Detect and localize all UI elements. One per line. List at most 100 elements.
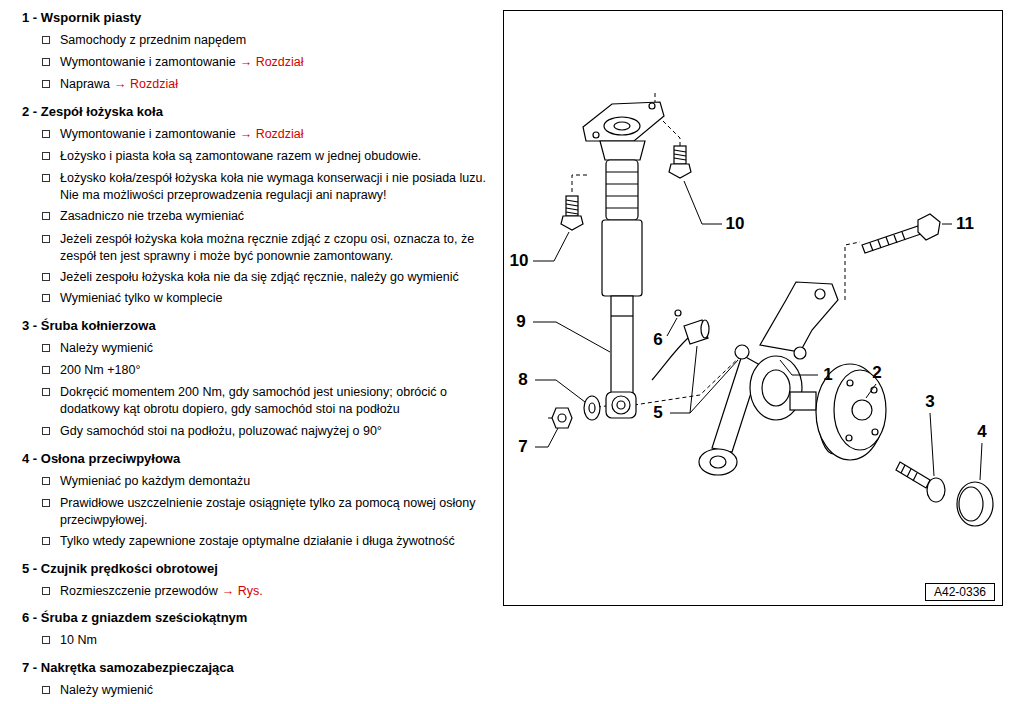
chapter-link: → Rozdział — [114, 76, 178, 93]
wheel-hub — [847, 380, 853, 386]
dust-boot — [602, 220, 642, 296]
leader-line — [670, 346, 697, 413]
leader-line — [866, 384, 876, 398]
shock-absorber — [617, 401, 625, 409]
chapter-link: → Rys. — [222, 583, 263, 600]
item-note: Należy wymienić — [60, 340, 153, 357]
leader-line — [930, 413, 934, 476]
wheel-hub — [846, 435, 852, 441]
item-note: Jeżeli zespół łożyska koła można ręcznie… — [60, 231, 490, 265]
hub-bolt — [896, 462, 945, 502]
item-note: Prawidłowe uszczelnienie zostaje osiągni… — [60, 495, 490, 529]
bolt — [669, 164, 691, 178]
dashed-guide — [548, 92, 860, 418]
item-note: 10 Nm — [60, 632, 97, 649]
item-note: Rozmieszczenie przewodów — [60, 583, 218, 600]
washer-and-nut — [552, 396, 600, 428]
callout-number: 6 — [653, 330, 662, 350]
dust-boot — [602, 160, 642, 296]
bullet-square — [43, 389, 50, 396]
dust-cap — [957, 482, 993, 526]
bolt — [566, 200, 578, 214]
wheel-hub — [816, 364, 886, 460]
hub-carrier — [815, 289, 825, 299]
bullet-square — [43, 538, 50, 545]
bullet-square — [43, 345, 50, 352]
leader-line — [533, 181, 982, 480]
item-heading: 6 - Śruba z gniazdem sześciokątnym — [22, 609, 247, 627]
bullet-square — [43, 687, 50, 694]
wheel-hub — [872, 429, 878, 435]
callout-number: 2 — [872, 363, 881, 383]
item-heading: 5 - Czujnik prędkości obrotowej — [22, 560, 218, 578]
bolt — [870, 232, 905, 251]
strut-mount — [604, 117, 640, 135]
bullet-square — [43, 59, 50, 66]
item-note: Dokręcić momentem 200 Nm, gdy samochód j… — [60, 384, 490, 418]
item-note: Wymieniać po każdym demontażu — [60, 473, 250, 490]
shock-absorber — [611, 315, 633, 316]
bolt — [918, 214, 940, 240]
callout-number: 11 — [956, 214, 974, 234]
item-heading: 1 - Wspornik piasty — [22, 9, 141, 27]
dashed-guide — [662, 120, 680, 146]
leader-line — [533, 322, 610, 352]
dashed-guide — [572, 175, 590, 192]
strut-mount — [614, 122, 630, 130]
hub-carrier — [710, 456, 726, 468]
bolt — [674, 146, 686, 164]
callout-number: 7 — [518, 437, 527, 457]
strut-mount — [583, 102, 664, 141]
bullet-square — [43, 274, 50, 281]
item-heading: 2 - Zespół łożyska koła — [22, 103, 163, 121]
speed-sensor — [701, 320, 709, 338]
bolt — [561, 216, 583, 230]
bolt — [566, 196, 578, 216]
item-heading: 3 - Śruba kołnierzowa — [22, 317, 156, 335]
dust-boot — [606, 160, 638, 220]
bullet-square — [43, 295, 50, 302]
leader-line — [535, 380, 585, 402]
leader-line — [942, 224, 952, 225]
hub-carrier — [699, 449, 737, 475]
bullet-square — [43, 213, 50, 220]
hub-carrier — [762, 370, 790, 406]
bolt — [862, 226, 921, 253]
speed-sensor — [684, 320, 708, 344]
item-note: Zasadniczo nie trzeba wymieniać — [60, 208, 244, 225]
hub-carrier — [794, 347, 806, 359]
dust-cap — [957, 482, 993, 526]
bullet-square — [43, 428, 50, 435]
leader-line — [690, 360, 738, 413]
bullet-square — [43, 131, 50, 138]
chapter-link: → Rozdział — [240, 54, 304, 71]
wheel-hub — [852, 400, 872, 420]
item-note: Wymontowanie i zamontowanie — [60, 54, 236, 71]
callout-number: 8 — [518, 370, 527, 390]
item-note: Łożysko i piasta koła są zamontowane raz… — [60, 148, 421, 165]
bullet-square — [43, 81, 50, 88]
item-note: Wymieniać tylko w komplecie — [60, 290, 222, 307]
callout-number: 9 — [516, 312, 525, 332]
callout-number: 3 — [925, 392, 934, 412]
leader-line — [667, 318, 677, 336]
item-note: Naprawa — [60, 76, 110, 93]
hub-bolt — [901, 465, 917, 481]
bullet-square — [43, 588, 50, 595]
hub-carrier — [735, 345, 749, 359]
callout-number: 5 — [653, 403, 662, 423]
figure-code-box: A42-0336 — [925, 583, 995, 601]
item-heading: 4 - Osłona przeciwpyłowa — [22, 450, 180, 468]
speed-sensor — [675, 310, 681, 316]
washer-and-nut — [558, 414, 566, 422]
callout-number: 1 — [823, 365, 832, 385]
washer-and-nut — [589, 403, 595, 413]
bullet-square — [43, 37, 50, 44]
item-note: 200 Nm +180° — [60, 362, 140, 379]
callout-number: 10 — [510, 251, 529, 271]
strut-mount — [593, 132, 599, 138]
dashed-guide — [845, 242, 860, 300]
leader-line — [980, 443, 982, 480]
hub-bolt — [927, 478, 945, 502]
item-note: Należy wymienić — [60, 682, 153, 699]
